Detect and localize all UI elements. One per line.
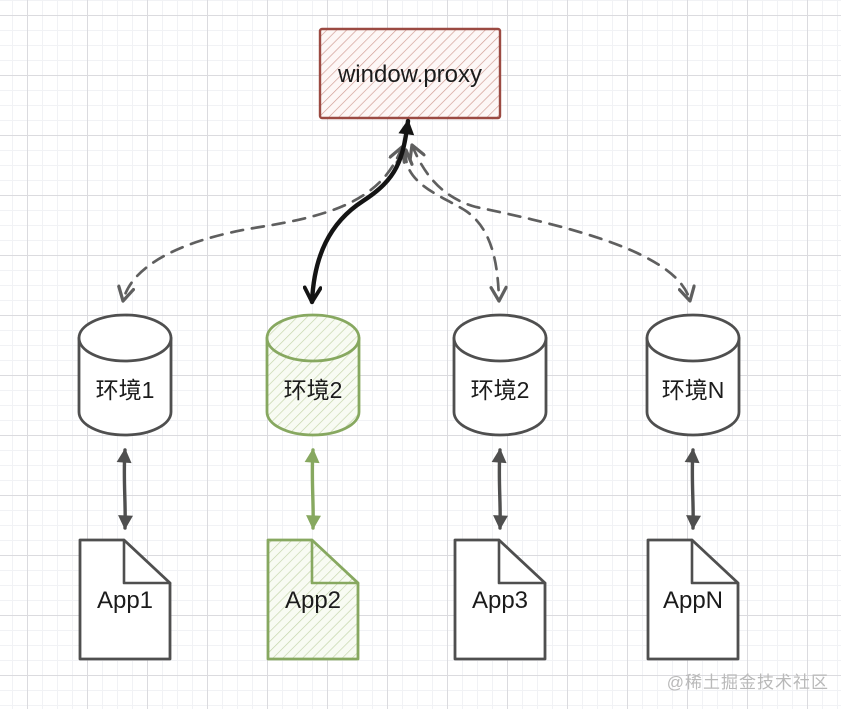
app1-document	[78, 538, 172, 661]
arrow-proxy-to-env1	[123, 147, 402, 301]
env2-cylinder-body	[265, 336, 361, 437]
watermark-text: @稀土掘金技术社区	[666, 673, 829, 692]
app1-label: App1	[97, 587, 153, 614]
env-column-4: 环境N AppN	[645, 313, 741, 661]
arrow-proxy-to-env2-active	[312, 118, 408, 305]
envN-cylinder-top	[645, 313, 741, 363]
arrow-env1-app1	[116, 448, 133, 530]
proxy-box	[318, 27, 502, 120]
appN-label: AppN	[663, 587, 723, 614]
env-column-1: 环境1 App1	[77, 313, 173, 661]
proxy-fanout-arrows	[123, 118, 690, 305]
env1-label: 环境1	[96, 377, 155, 403]
envN-label: 环境N	[662, 377, 725, 403]
envN-cylinder-body	[645, 336, 741, 437]
env2-cylinder-top	[265, 313, 361, 363]
app2-document-fold	[310, 538, 360, 585]
arrow-proxy-to-env3	[406, 150, 499, 301]
appN-document-fold	[690, 538, 740, 585]
env2-label: 环境2	[284, 377, 343, 403]
app1-document-fold	[122, 538, 172, 585]
appN-document	[646, 538, 740, 661]
arrow-env2-app2	[304, 448, 321, 530]
env3-cylinder-top	[452, 313, 548, 363]
arrow-env3-app3	[491, 448, 508, 530]
app2-label: App2	[285, 587, 341, 614]
env1-cylinder-body	[77, 336, 173, 437]
env-column-3: 环境2 App3	[452, 313, 548, 661]
app3-document	[453, 538, 547, 661]
env-column-2-highlighted: 环境2 App2	[265, 313, 361, 661]
app3-document-fold	[497, 538, 547, 585]
env3-cylinder-body	[452, 336, 548, 437]
proxy-node: window.proxy	[318, 27, 502, 120]
app2-document	[266, 538, 360, 661]
app3-label: App3	[472, 587, 528, 614]
proxy-label: window.proxy	[337, 61, 482, 88]
env3-label: 环境2	[471, 377, 530, 403]
env1-cylinder-top	[77, 313, 173, 363]
arrow-proxy-to-envN	[412, 145, 690, 301]
arrow-envN-appN	[684, 448, 701, 530]
